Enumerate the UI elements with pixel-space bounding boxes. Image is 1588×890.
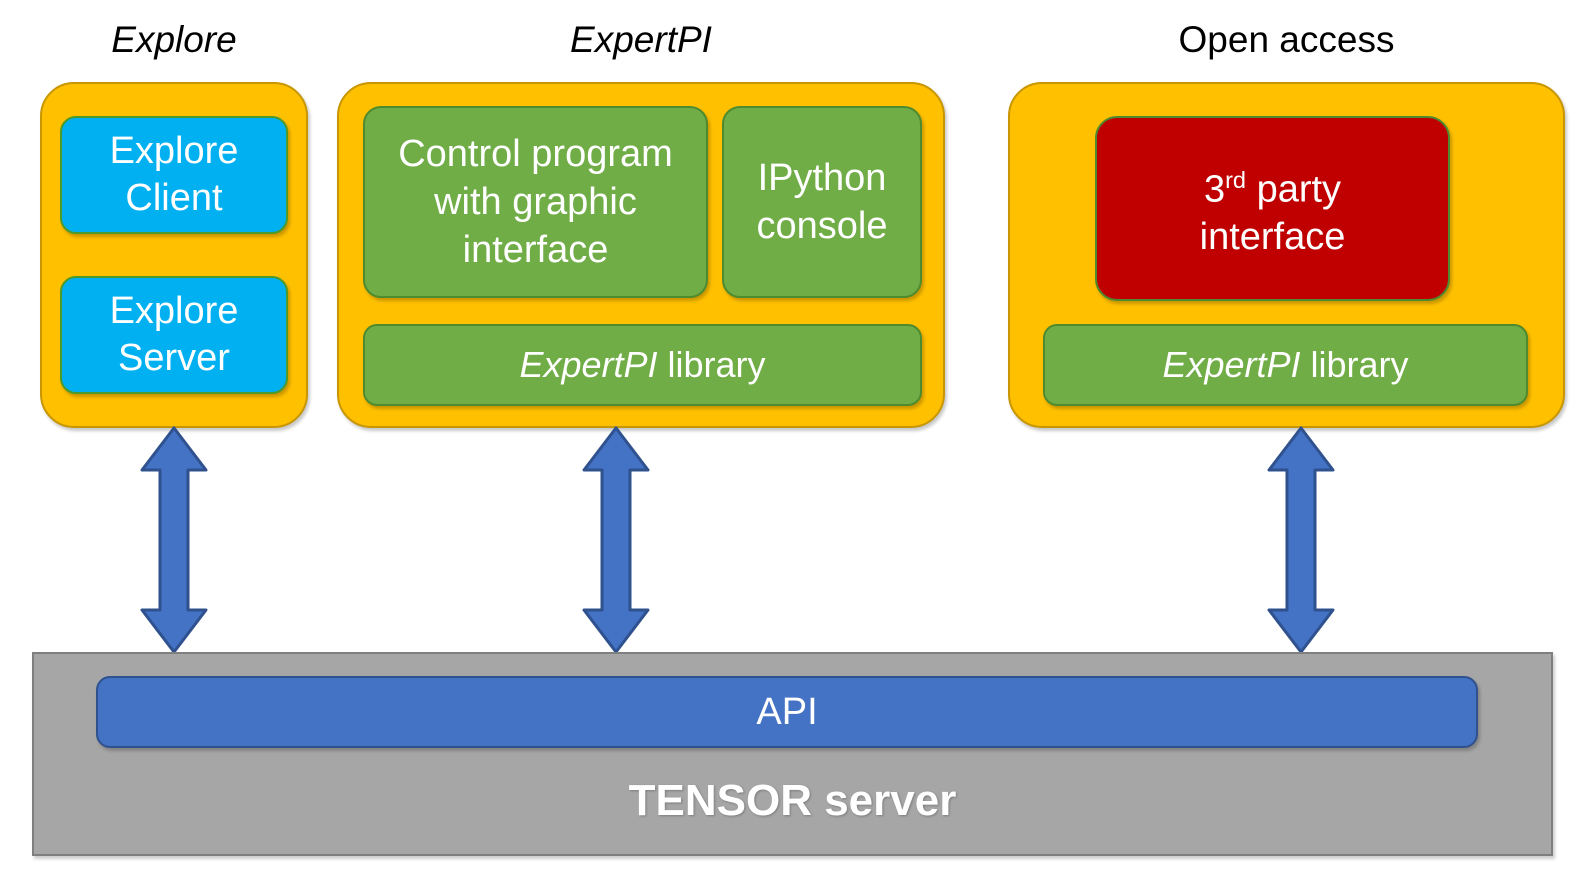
box-explore-client-label: Explore Client: [109, 130, 239, 219]
api-bar[interactable]: API: [96, 676, 1478, 748]
box-third-party-interface[interactable]: 3rd party interface: [1095, 116, 1450, 301]
box-explore-client[interactable]: Explore Client: [60, 116, 288, 234]
box-ipython-console[interactable]: IPython console: [722, 106, 922, 298]
box-explore-server-label: Explore Server: [109, 290, 239, 379]
group-panel-open-access[interactable]: 3rd party interface ExpertPI library: [1008, 82, 1565, 428]
box-ipython-console-label: IPython console: [756, 157, 888, 247]
connector-open-access-arrow: [1267, 426, 1335, 654]
group-panel-expertpi[interactable]: Control program with graphic interface I…: [337, 82, 945, 428]
api-label: API: [756, 690, 818, 733]
third-party-ordinal-suffix: rd: [1225, 166, 1247, 193]
library-name-italic-mid: ExpertPI: [519, 344, 658, 385]
connector-expertpi-arrow: [582, 426, 650, 654]
group-panel-explore[interactable]: Explore Client Explore Server: [40, 82, 308, 428]
box-third-party-interface-label: 3rd party interface: [1190, 156, 1356, 262]
tensor-server-block[interactable]: API TENSOR server: [32, 652, 1553, 856]
library-suffix-mid: library: [657, 344, 766, 385]
tensor-server-label: TENSOR server: [628, 776, 957, 825]
third-party-word: party: [1246, 168, 1342, 211]
box-expertpi-library-mid[interactable]: ExpertPI library: [363, 324, 922, 406]
box-control-program-label: Control program with graphic interface: [398, 133, 673, 271]
connector-explore-arrow: [140, 426, 208, 654]
column-title-explore: Explore: [111, 19, 237, 60]
column-title-open-access: Open access: [1178, 19, 1395, 60]
box-expertpi-library-mid-label: ExpertPI library: [509, 343, 775, 387]
box-explore-server[interactable]: Explore Server: [60, 276, 288, 394]
box-expertpi-library-right[interactable]: ExpertPI library: [1043, 324, 1528, 406]
library-name-italic-right: ExpertPI: [1162, 344, 1301, 385]
third-party-interface-word: interface: [1199, 216, 1346, 259]
third-party-number: 3: [1203, 168, 1226, 211]
column-title-expertpi: ExpertPI: [570, 19, 712, 60]
box-expertpi-library-right-label: ExpertPI library: [1152, 343, 1418, 387]
library-suffix-right: library: [1300, 344, 1409, 385]
box-control-program[interactable]: Control program with graphic interface: [363, 106, 708, 298]
